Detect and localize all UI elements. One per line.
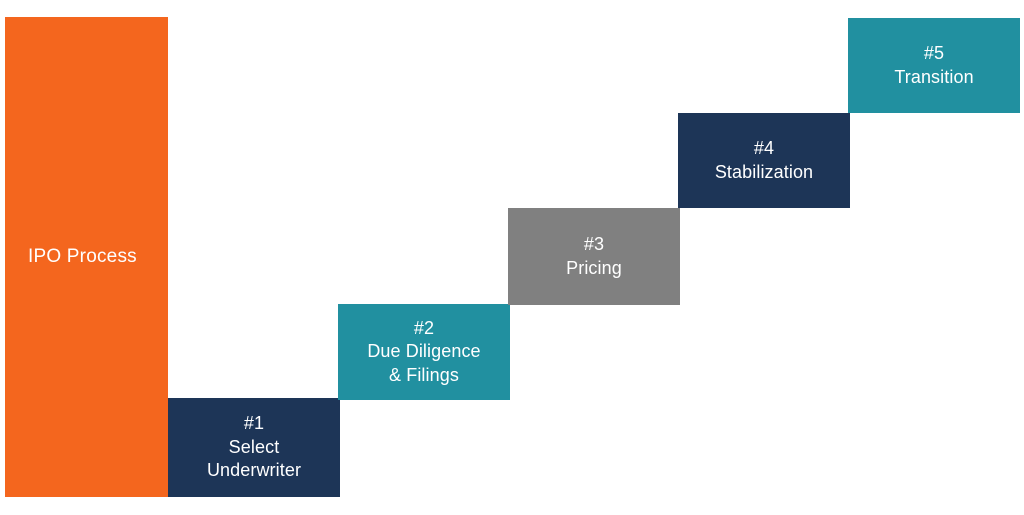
ipo-process-label: IPO Process: [28, 245, 137, 267]
step-4-stabilization[interactable]: #4 Stabilization: [678, 113, 850, 208]
step-5-label-line-1: Transition: [894, 66, 974, 87]
step-2-due-diligence-and-filings[interactable]: #2 Due Diligence & Filings: [338, 304, 510, 400]
step-3-pricing[interactable]: #3 Pricing: [508, 208, 680, 305]
step-3-number: #3: [583, 234, 605, 255]
step-2-label-line-1: Due Diligence: [367, 341, 481, 362]
step-1-select-underwriter[interactable]: #1 Select Underwriter: [168, 398, 340, 497]
step-2-number: #2: [413, 317, 435, 338]
step-1-label-line-1: Select: [228, 436, 280, 457]
step-5-transition[interactable]: #5 Transition: [848, 18, 1020, 113]
step-1-number: #1: [243, 413, 265, 434]
step-2-label-line-2: & Filings: [389, 364, 459, 385]
step-3-label-line-1: Pricing: [566, 257, 622, 278]
ipo-process-base-block[interactable]: IPO Process: [5, 17, 168, 497]
step-1-label-line-2: Underwriter: [206, 460, 302, 481]
step-4-number: #4: [753, 138, 775, 159]
step-5-number: #5: [923, 43, 945, 64]
step-4-label-line-1: Stabilization: [714, 161, 814, 182]
